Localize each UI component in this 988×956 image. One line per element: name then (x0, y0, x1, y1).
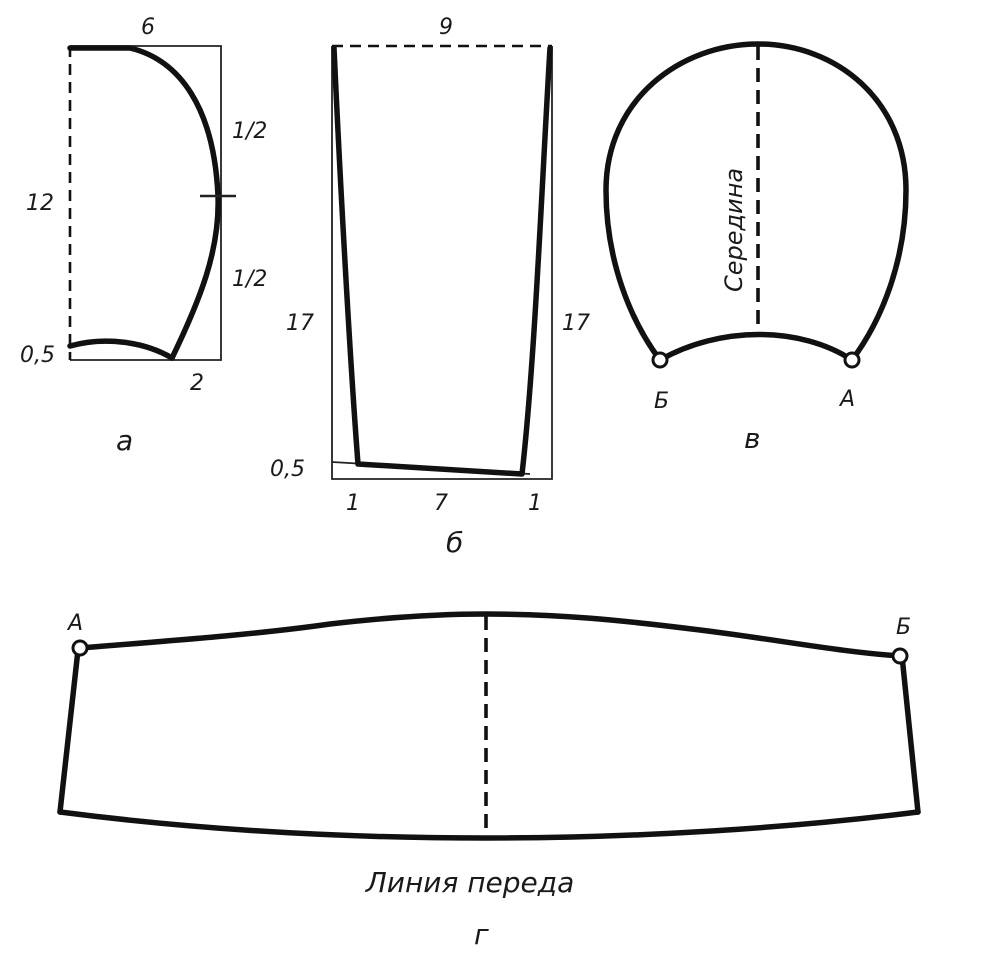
fig-g-point-a-marker (71, 639, 89, 657)
fig-a-bottom-curve (67, 338, 175, 361)
fig-b-top-label: 9 (439, 15, 453, 40)
fig-b-offset-label: 0,5 (270, 457, 305, 482)
fig-a-top-label: 6 (141, 15, 155, 40)
fig-g-point-b-label: Б (896, 615, 911, 640)
fig-v-point-a-marker (843, 351, 861, 369)
fig-a-frame (70, 45, 222, 361)
fig-a-left-label: 12 (26, 191, 54, 216)
fig-g-caption: г (474, 918, 489, 951)
fig-b-bottom-left-label: 1 (346, 491, 360, 516)
fig-v-point-a-label: А (838, 387, 855, 412)
fig-v-dome-contour (603, 41, 909, 363)
fig-v-middle-label: Середина (720, 168, 748, 292)
figure-a: 6 1/2 1/2 12 0,5 2 а (20, 15, 267, 457)
fig-g-right-side (899, 653, 921, 815)
fig-b-bottom-mid-label: 7 (434, 491, 448, 516)
fig-a-offset-label: 0,5 (20, 343, 55, 368)
fig-a-half-top-label: 1/2 (232, 119, 267, 144)
fig-g-point-a-label: А (66, 611, 83, 636)
fig-v-point-b-label: Б (654, 389, 669, 414)
fig-v-caption: в (744, 422, 761, 455)
fig-g-top-edge (77, 611, 903, 659)
fig-b-left-label: 17 (286, 311, 314, 336)
fig-g-left-side (57, 647, 81, 815)
fig-a-caption: а (116, 424, 133, 457)
fig-v-point-b-marker (651, 351, 669, 369)
fig-b-bottom-right-label: 1 (528, 491, 542, 516)
fig-a-bottom-label: 2 (190, 371, 204, 396)
figure-v: Середина Б А в (603, 41, 909, 455)
fig-g-bottom-edge (57, 809, 921, 841)
fig-g-front-line-label: Линия переда (365, 866, 575, 899)
fig-a-half-bottom-label: 1/2 (232, 267, 267, 292)
fig-b-right-label: 17 (562, 311, 590, 336)
fig-b-contour (331, 45, 553, 477)
fig-b-caption: б (446, 526, 463, 559)
figure-g: А Б Линия переда г (57, 611, 921, 951)
fig-g-point-b-marker (891, 647, 909, 665)
fig-v-bottom-arc (657, 331, 855, 363)
fig-a-contour (67, 45, 221, 361)
fig-b-frame (331, 46, 553, 480)
figure-b: 9 17 17 0,5 1 7 1 б (270, 15, 590, 559)
